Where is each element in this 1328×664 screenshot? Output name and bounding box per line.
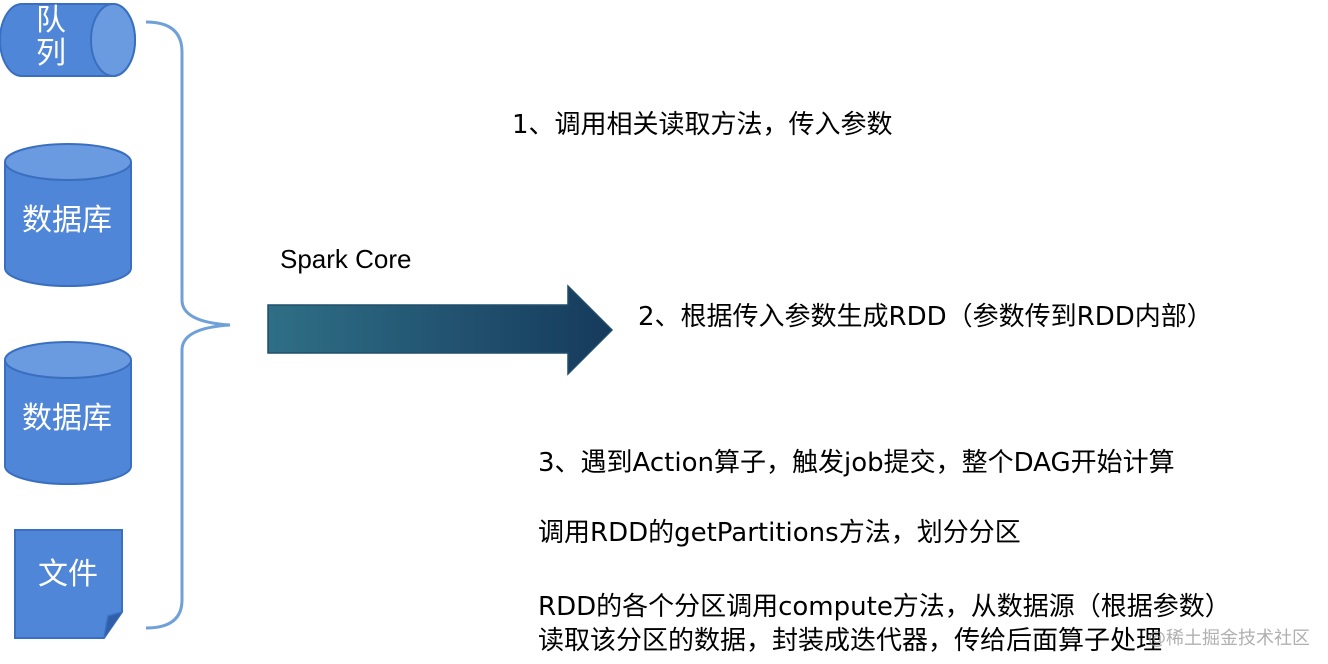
grouping-brace [145, 20, 231, 630]
step-3-line-3: RDD的各个分区调用compute方法，从数据源（根据参数） [538, 592, 1231, 622]
database-label-2: 数据库 [22, 401, 112, 436]
flow-arrow [267, 284, 614, 376]
step-3-line-4: 读取该分区的数据，封装成迭代器，传给后面算子处理 [538, 626, 1163, 656]
watermark-text: @稀土掘金技术社区 [1148, 628, 1310, 649]
database-label-1: 数据库 [22, 203, 112, 238]
step-2-text: 2、根据传入参数生成RDD（参数传到RDD内部） [638, 302, 1213, 332]
step-3-text: 3、遇到Action算子，触发job提交，整个DAG开始计算 [538, 448, 1175, 478]
file-shape [14, 529, 123, 639]
spark-core-label: Spark Core [280, 244, 412, 274]
queue-label: 队 列 [36, 4, 66, 70]
database-shape-2 [4, 341, 132, 485]
queue-shape [0, 3, 136, 77]
queue-label-line2: 列 [36, 36, 66, 71]
queue-label-line1: 队 [36, 3, 66, 38]
step-3-line-2: 调用RDD的getPartitions方法，划分分区 [538, 518, 1021, 548]
file-label: 文件 [38, 557, 98, 592]
database-shape-1 [4, 143, 132, 287]
step-1-text: 1、调用相关读取方法，传入参数 [512, 110, 893, 140]
